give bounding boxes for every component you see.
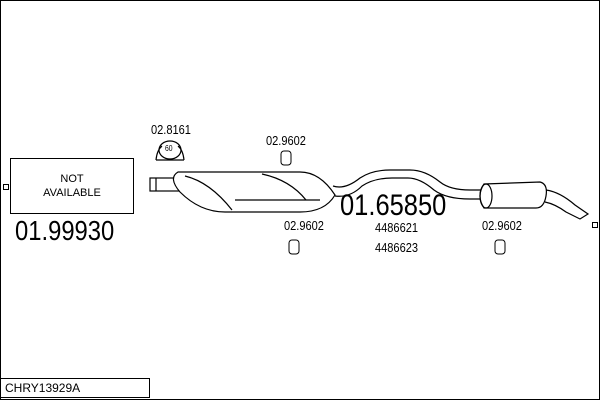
diagram-code-label: CHRY13929A — [5, 381, 81, 395]
mid-pipe — [332, 169, 488, 200]
tail-pipe — [544, 189, 590, 220]
clamp-size-label: 60 — [165, 144, 173, 153]
front-pipe-stub — [149, 177, 181, 192]
connection-marker — [592, 222, 598, 228]
connection-marker — [3, 184, 9, 190]
clamp-icon — [155, 140, 185, 161]
front-part-number: 01.99930 — [15, 215, 115, 246]
diagram-code: CHRY13929A — [0, 378, 150, 398]
hanger-icon — [280, 150, 506, 255]
oem-number: 4486621 — [375, 220, 419, 235]
main-part-number: 01.65850 — [340, 189, 447, 222]
hanger-part-number: 02.9602 — [284, 218, 324, 233]
oem-number: 4486623 — [375, 240, 419, 255]
clamp-part-number: 02.8161 — [151, 122, 191, 137]
rear-muffler — [479, 181, 547, 209]
front-muffler — [172, 171, 336, 213]
not-available-box: NOT AVAILABLE — [10, 158, 134, 214]
not-available-line1: NOT — [60, 173, 84, 185]
not-available-line2: AVAILABLE — [43, 187, 101, 199]
hanger-part-number: 02.9602 — [266, 133, 306, 148]
hanger-part-number: 02.9602 — [482, 218, 522, 233]
